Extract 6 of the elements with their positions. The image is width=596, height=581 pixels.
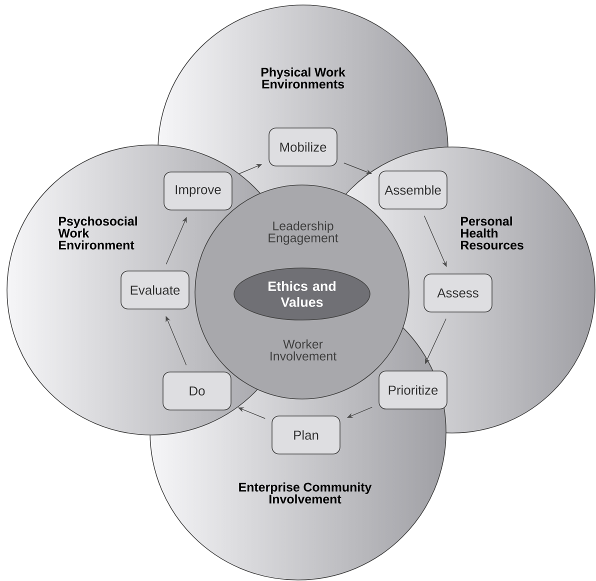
step-box: Do — [162, 372, 232, 410]
step-box: Prioritize — [378, 370, 448, 410]
step-box: Evaluate — [120, 270, 190, 310]
node-label: Worker Involvement — [270, 339, 336, 361]
step-box: Assess — [424, 274, 492, 312]
step-box: Plan — [272, 416, 340, 454]
